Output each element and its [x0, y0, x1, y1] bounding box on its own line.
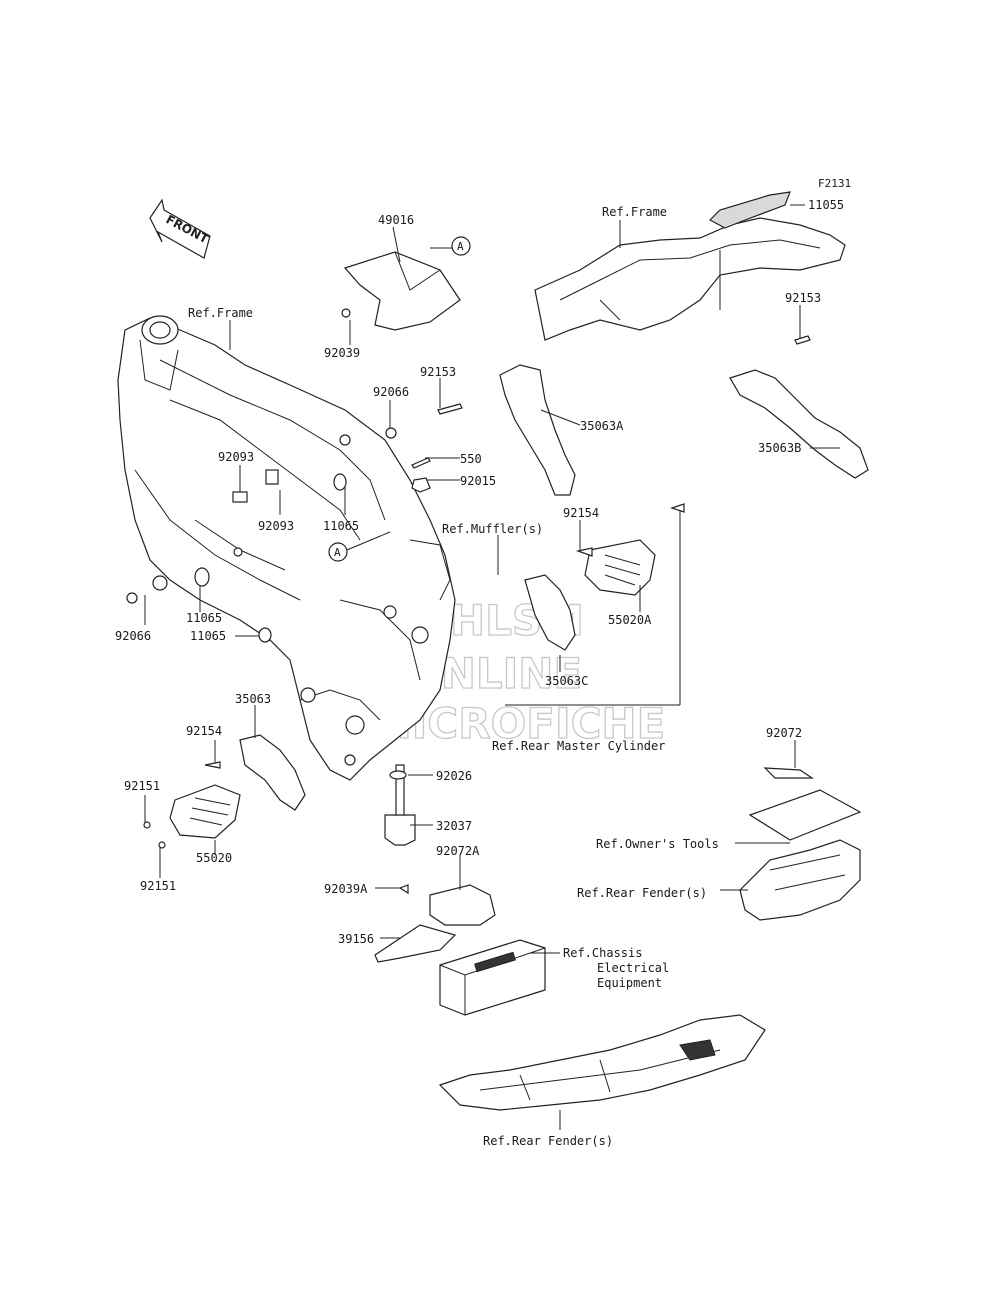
part-labels: Ref.Frame 11055 92153 35063B 49016 92039… [115, 198, 844, 1148]
part-35063b-bracket [729, 369, 869, 479]
main-frame [117, 315, 456, 781]
rear-fender-right [739, 839, 861, 921]
part-49016-cover [343, 251, 461, 331]
label-49016: 49016 [378, 213, 414, 227]
label-92066-top: 92066 [373, 385, 409, 399]
part-92072a [429, 884, 496, 926]
label-92039: 92039 [324, 346, 360, 360]
diagram-code: F2131 [818, 177, 851, 190]
part-35063a-bracket [499, 364, 576, 496]
hardware [126, 308, 811, 895]
owners-tools [748, 767, 862, 841]
part-11055-bracket [709, 191, 791, 229]
callout-a-frame: A [328, 542, 348, 562]
leader-lines [144, 204, 840, 1130]
label-ref-owners-tools: Ref.Owner's Tools [596, 837, 719, 851]
label-92015: 92015 [460, 474, 496, 488]
label-11055: 11055 [808, 198, 844, 212]
front-arrow-icon: FRONT [149, 198, 211, 259]
battery-box [439, 939, 546, 1016]
label-11065-a: 11065 [323, 519, 359, 533]
label-ref-muffler: Ref.Muffler(s) [442, 522, 543, 536]
label-550: 550 [460, 452, 482, 466]
label-92093-a: 92093 [218, 450, 254, 464]
label-11065-c: 11065 [190, 629, 226, 643]
label-55020a: 55020A [608, 613, 652, 627]
part-39156 [374, 924, 457, 963]
label-92154-left: 92154 [186, 724, 222, 738]
label-35063c: 35063C [545, 674, 588, 688]
part-32037-bracket [384, 764, 416, 846]
label-39156: 39156 [338, 932, 374, 946]
rear-fender-bottom [438, 1014, 766, 1111]
part-55020-guard [169, 784, 241, 839]
svg-text:A: A [457, 240, 464, 253]
label-ref-chassis-2: Electrical [597, 961, 669, 975]
label-92153-right: 92153 [785, 291, 821, 305]
label-92154-right: 92154 [563, 506, 599, 520]
label-35063b: 35063B [758, 441, 801, 455]
label-ref-frame-top: Ref.Frame [602, 205, 667, 219]
label-92072a: 92072A [436, 844, 480, 858]
callout-a-top: A [451, 236, 471, 256]
label-92093-b: 92093 [258, 519, 294, 533]
label-ref-chassis-3: Equipment [597, 976, 662, 990]
part-35063c-bracket [524, 574, 576, 651]
label-92072: 92072 [766, 726, 802, 740]
label-ref-rear-fender-right: Ref.Rear Fender(s) [577, 886, 707, 900]
label-55020: 55020 [196, 851, 232, 865]
label-92151-a: 92151 [124, 779, 160, 793]
label-ref-rear-fender-bottom: Ref.Rear Fender(s) [483, 1134, 613, 1148]
label-92151-b: 92151 [140, 879, 176, 893]
label-92066-left: 92066 [115, 629, 151, 643]
label-35063: 35063 [235, 692, 271, 706]
part-55020a-guard [584, 539, 656, 596]
label-35063a: 35063A [580, 419, 624, 433]
label-32037: 32037 [436, 819, 472, 833]
label-11065-b: 11065 [186, 611, 222, 625]
label-92026: 92026 [436, 769, 472, 783]
seat-frame [534, 217, 846, 341]
label-92039a: 92039A [324, 882, 368, 896]
label-92153-mid: 92153 [420, 365, 456, 379]
label-ref-chassis-1: Ref.Chassis [563, 946, 642, 960]
part-35063-bracket [239, 734, 306, 811]
label-ref-rear-master: Ref.Rear Master Cylinder [492, 739, 665, 753]
label-ref-frame-left: Ref.Frame [188, 306, 253, 320]
svg-text:A: A [334, 546, 341, 559]
